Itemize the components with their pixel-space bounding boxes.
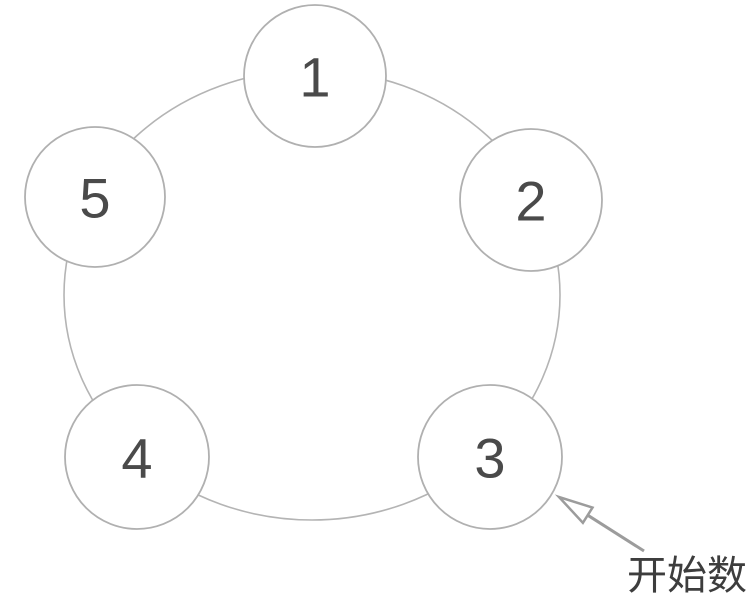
arrow-shaft [586,513,645,553]
node-number-5: 5 [79,167,110,230]
node-number-2: 2 [515,170,546,233]
node-5: 5 [24,126,166,268]
nodes-layer: 1 2 3 4 5 [24,4,603,530]
node-circle-3 [417,384,563,530]
node-circle-1 [243,4,387,148]
node-4: 4 [64,384,210,530]
arrow-head-icon [554,494,595,525]
node-number-1: 1 [299,46,330,109]
node-circle-5 [24,126,166,268]
node-3: 3 [417,384,563,530]
node-circle-4 [64,384,210,530]
start-counting-label: 开始数 [627,554,747,598]
start-arrow [554,494,645,553]
node-1: 1 [243,4,387,148]
node-number-4: 4 [121,427,152,490]
node-2: 2 [459,128,603,272]
node-number-3: 3 [474,427,505,490]
node-circle-2 [459,128,603,272]
